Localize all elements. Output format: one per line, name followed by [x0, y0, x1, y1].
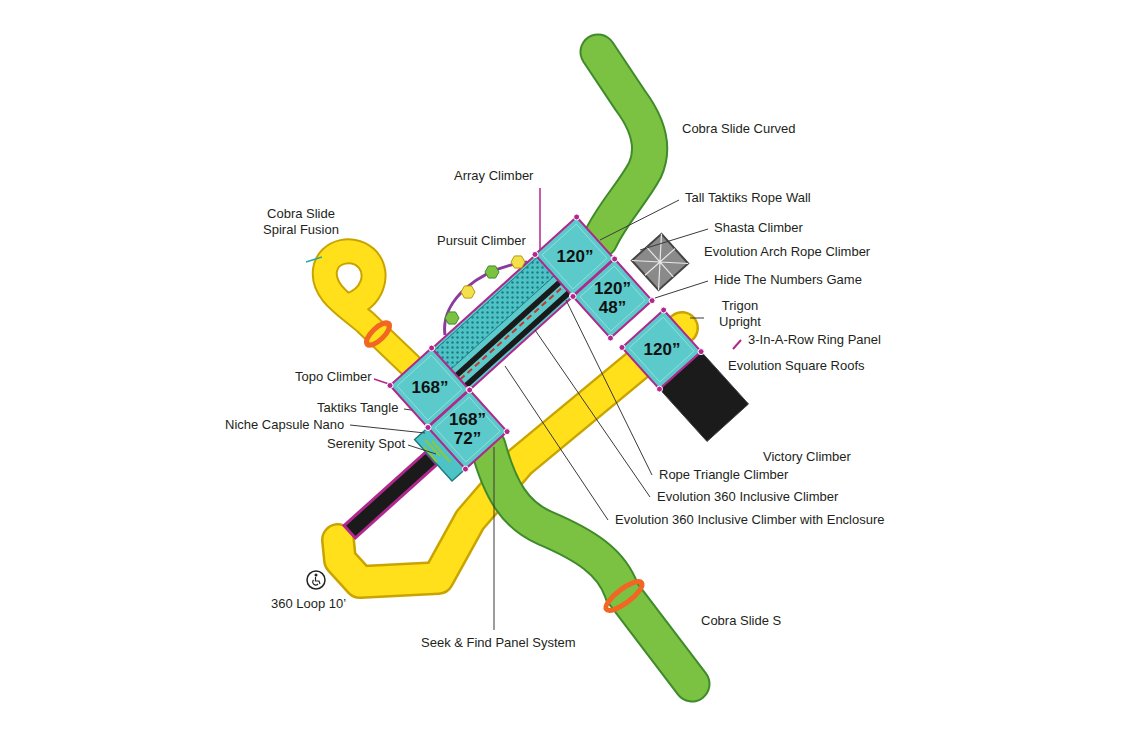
deck-height: 120” 48” [594, 280, 631, 317]
deck-post [612, 256, 618, 262]
pursuit-climber [445, 262, 527, 335]
climber-bar [455, 280, 562, 378]
rope-line [460, 286, 563, 380]
deck-post [661, 307, 667, 313]
deck-roof: 120” 48” [573, 259, 652, 338]
part-label: Taktiks Tangle [316, 400, 399, 416]
part-label: Seek & Find Panel System [420, 635, 577, 651]
deck-height: 168” 72” [449, 411, 486, 448]
deck-post [619, 345, 625, 351]
rope-net [632, 234, 688, 290]
hex-hold [461, 286, 475, 298]
part-label: Niche Capsule Nano [224, 417, 345, 433]
part-label: Cobra Slide S [700, 613, 782, 629]
accessibility-symbol [307, 571, 325, 589]
slide-ring [602, 577, 646, 615]
spiral-slide [325, 251, 410, 365]
part-label: Topo Climber [294, 369, 373, 385]
deck-post [425, 425, 431, 431]
deck-trim [630, 318, 695, 383]
deck-height: 120” [557, 248, 594, 267]
deck-post [657, 387, 663, 393]
part-label: Evolution Arch Rope Climber [703, 244, 871, 260]
deck-post [570, 294, 576, 300]
deck-post [462, 466, 468, 472]
deck-post [467, 387, 473, 393]
deck-height: 168” [412, 379, 449, 398]
hex-hold [511, 256, 525, 268]
deck-post [532, 252, 538, 258]
deck-roof: 120” [622, 310, 701, 389]
spiral-slide-outline [325, 251, 410, 365]
deck-post [699, 349, 705, 355]
part-label: 3-In-A-Row Ring Panel [747, 332, 882, 348]
deck-post [504, 429, 510, 435]
transfer-strip [344, 452, 437, 538]
loop-slide-outline [338, 328, 682, 582]
part-label: 360 Loop 10’ [270, 596, 347, 612]
part-label: Evolution 360 Inclusive Climber with Enc… [614, 512, 886, 528]
deck-square [428, 390, 507, 469]
part-label: Evolution 360 Inclusive Climber [656, 489, 839, 505]
part-label: Array Climber [453, 168, 534, 184]
walkway-deck [432, 255, 573, 390]
part-label: Trigon Upright [708, 298, 772, 330]
part-label: Cobra Slide Curved [681, 121, 796, 137]
deck-post [570, 294, 576, 300]
deck-square [622, 310, 701, 389]
curved-slide [598, 52, 650, 240]
part-label: Shasta Climber [713, 220, 804, 236]
deck-height: 120” [644, 341, 681, 360]
loop-slide [338, 328, 682, 582]
deck-post [649, 298, 655, 304]
deck-post [574, 214, 580, 220]
part-label: Pursuit Climber [436, 233, 527, 249]
part-label: Evolution Square Roofs [727, 358, 866, 374]
part-label: Victory Climber [762, 449, 852, 465]
deck-post [425, 425, 431, 431]
deck-post [612, 256, 618, 262]
deck-post [429, 345, 435, 351]
part-label: Hide The Numbers Game [713, 272, 863, 288]
hex-hold [445, 312, 459, 324]
deck-roof: 168” 72” [428, 390, 507, 469]
rope-wall-panel [434, 257, 554, 369]
part-label: Rope Triangle Climber [658, 467, 789, 483]
deck-post [387, 383, 393, 389]
part-label: Serenity Spot [326, 436, 406, 452]
part-label: Cobra Slide Spiral Fusion [250, 206, 352, 238]
leader-lines [306, 188, 741, 630]
arch-rope-climber [632, 234, 688, 290]
deck-square [573, 259, 652, 338]
part-label: Tall Taktiks Rope Wall [684, 190, 812, 206]
deck-trim [580, 266, 645, 331]
deck-trim [435, 397, 500, 462]
deck-post [607, 335, 613, 341]
curved-slide-outline [598, 52, 650, 240]
hex-hold [485, 266, 499, 278]
climber-bar [464, 290, 571, 388]
deck-post [467, 387, 473, 393]
slide-ring [363, 319, 393, 348]
